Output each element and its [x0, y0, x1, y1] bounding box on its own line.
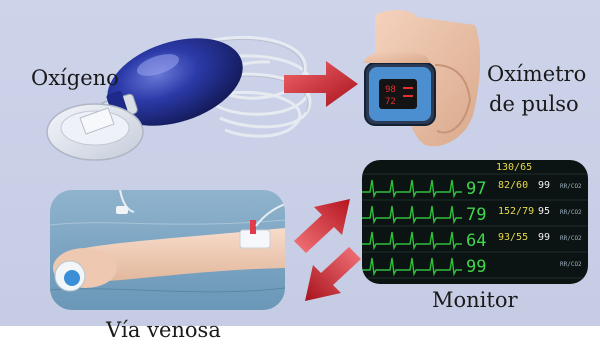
monitor-spo2: 99 [538, 180, 550, 191]
pulse-oximeter-illustration: 98 72 [355, 5, 485, 155]
arrow-down-left [295, 245, 365, 305]
monitor-tag: RR/CO2 [560, 209, 582, 216]
monitor-heart-rate: 64 [466, 231, 486, 251]
arrow-right [282, 55, 360, 110]
monitor-heart-rate: 79 [466, 205, 486, 225]
monitor-top-partial: 130/65 [496, 162, 532, 173]
label-monitor: Monitor [432, 288, 518, 312]
monitor-heart-rate: 99 [466, 257, 486, 277]
monitor-pressure: 93/55 [498, 232, 528, 243]
svg-text:98: 98 [385, 85, 396, 95]
monitor-pressure: 82/60 [498, 180, 528, 191]
monitor-spo2: 99 [538, 232, 550, 243]
monitor-pressure: 152/79 [498, 206, 534, 217]
label-oximeter-line2: de pulso [489, 92, 579, 116]
svg-text:72: 72 [385, 97, 396, 107]
monitor-tag: RR/CO2 [560, 183, 582, 190]
label-oximeter-line1: Oxímetro [487, 62, 586, 86]
monitor-tag: RR/CO2 [560, 261, 582, 268]
monitor-tag: RR/CO2 [560, 235, 582, 242]
monitor-heart-rate: 97 [466, 179, 486, 199]
label-oxygen: Oxígeno [31, 66, 119, 90]
monitor-spo2: 95 [538, 206, 550, 217]
label-iv: Vía venosa [106, 318, 221, 342]
iv-arm-illustration [50, 190, 285, 310]
